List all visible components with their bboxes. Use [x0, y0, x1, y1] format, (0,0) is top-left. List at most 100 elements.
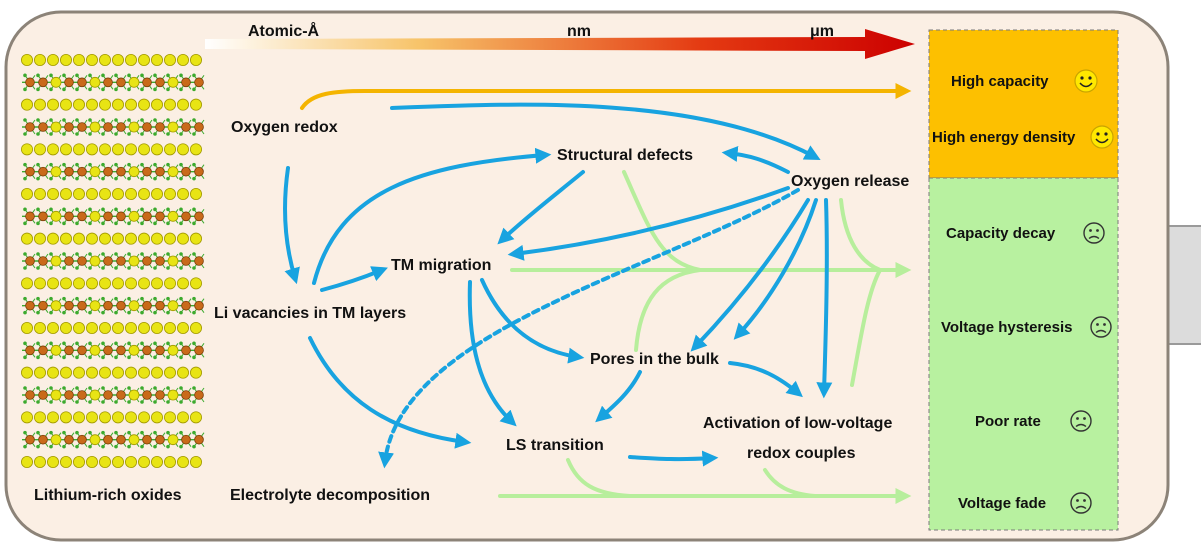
tm-atom	[155, 122, 165, 132]
o-atom	[153, 355, 157, 360]
o-atom	[101, 118, 105, 122]
li-atom-in-tm-layer	[50, 344, 62, 356]
o-atom	[179, 176, 183, 181]
li-atom	[112, 187, 125, 200]
li-atom	[137, 98, 150, 111]
o-atom	[88, 430, 92, 435]
tm-atom	[103, 122, 113, 132]
o-atom	[179, 430, 183, 435]
node-oxygen-redox: Oxygen redox	[231, 119, 338, 136]
o-atom	[62, 221, 66, 226]
outcome-label: High capacity	[951, 73, 1049, 90]
o-atom	[75, 400, 79, 404]
node-li-vacancies: Li vacancies in TM layers	[214, 305, 406, 322]
li-atom	[189, 54, 202, 67]
o-atom	[114, 118, 118, 122]
tm-atom	[77, 166, 87, 177]
o-atom	[36, 386, 40, 390]
li-atom	[86, 187, 99, 200]
green-arrows	[498, 170, 912, 504]
tm-atom	[25, 434, 35, 445]
o-atom	[166, 87, 170, 92]
o-atom	[192, 310, 196, 315]
tm-atom	[142, 77, 152, 88]
o-atom	[62, 296, 66, 301]
o-atom	[179, 162, 183, 167]
li-atom	[189, 411, 202, 424]
tm-atom	[38, 300, 48, 311]
o-atom	[153, 341, 157, 346]
o-atom	[166, 296, 170, 301]
li-atom	[34, 98, 47, 111]
o-atom	[166, 162, 170, 167]
blue-arrow-oxygen-release-to-pores	[690, 198, 810, 352]
blue-arrow-li-vacancies-to-defects	[312, 147, 552, 285]
o-atom	[101, 132, 105, 136]
li-atom	[20, 232, 33, 245]
li-atom	[137, 455, 150, 468]
o-atom	[179, 310, 183, 315]
blue-arrow-oxygen-release-to-activation-left	[733, 198, 818, 340]
li-atom	[60, 411, 73, 424]
o-atom	[153, 386, 157, 390]
li-atom	[150, 187, 163, 200]
tm-atom	[142, 256, 152, 266]
o-atom	[127, 207, 131, 212]
li-atom	[163, 277, 176, 290]
li-atom-in-tm-layer	[128, 166, 140, 178]
o-atom	[140, 87, 144, 92]
green-arrow-activation-up	[850, 268, 882, 387]
li-atom	[99, 321, 112, 334]
o-atom	[179, 118, 183, 122]
li-atom	[86, 411, 99, 424]
li-atom	[125, 187, 138, 200]
o-atom	[166, 444, 170, 449]
blue-arrow-li-vacancies-to-ls	[308, 336, 472, 449]
li-atom-in-tm-layer	[167, 255, 179, 267]
li-atom	[176, 455, 189, 468]
o-atom	[75, 207, 79, 212]
tm-atom	[194, 122, 204, 132]
li-atom	[112, 277, 125, 290]
o-atom	[62, 386, 66, 390]
o-atom	[62, 266, 66, 270]
o-atom	[62, 73, 66, 78]
tm-atom	[64, 166, 74, 177]
li-atom	[163, 232, 176, 245]
li-atom	[99, 455, 112, 468]
o-atom	[88, 118, 92, 122]
o-atom	[192, 400, 196, 404]
li-atom	[137, 143, 150, 156]
tm-atom	[194, 345, 204, 356]
li-atom-in-tm-layer	[167, 389, 179, 401]
node-activation-line1: Activation of low-voltage	[703, 415, 892, 432]
o-atom	[75, 355, 79, 360]
li-atom	[112, 366, 125, 379]
li-atom	[34, 143, 47, 156]
tm-atom	[64, 256, 74, 266]
li-atom	[60, 54, 73, 67]
li-atom	[137, 277, 150, 290]
o-atom	[23, 430, 27, 435]
li-atom	[137, 411, 150, 424]
o-atom	[127, 132, 131, 136]
li-atom-in-tm-layer	[89, 300, 101, 312]
o-atom	[36, 162, 40, 167]
o-atom	[127, 310, 131, 315]
o-atom	[192, 73, 196, 78]
blue-arrow-li-vacancies-to-tm	[320, 266, 388, 292]
o-atom	[192, 118, 196, 122]
tm-atom	[155, 345, 165, 356]
li-atom	[86, 277, 99, 290]
o-atom	[49, 252, 53, 256]
tm-atom	[181, 390, 191, 400]
o-atom	[114, 207, 118, 212]
o-atom	[101, 252, 105, 256]
li-atom-in-tm-layer	[50, 121, 62, 133]
o-atom	[140, 266, 144, 270]
o-atom	[23, 355, 27, 360]
li-atom	[47, 321, 60, 334]
o-atom	[75, 176, 79, 181]
o-atom	[192, 430, 196, 435]
node-pores-in-bulk: Pores in the bulk	[590, 351, 719, 368]
